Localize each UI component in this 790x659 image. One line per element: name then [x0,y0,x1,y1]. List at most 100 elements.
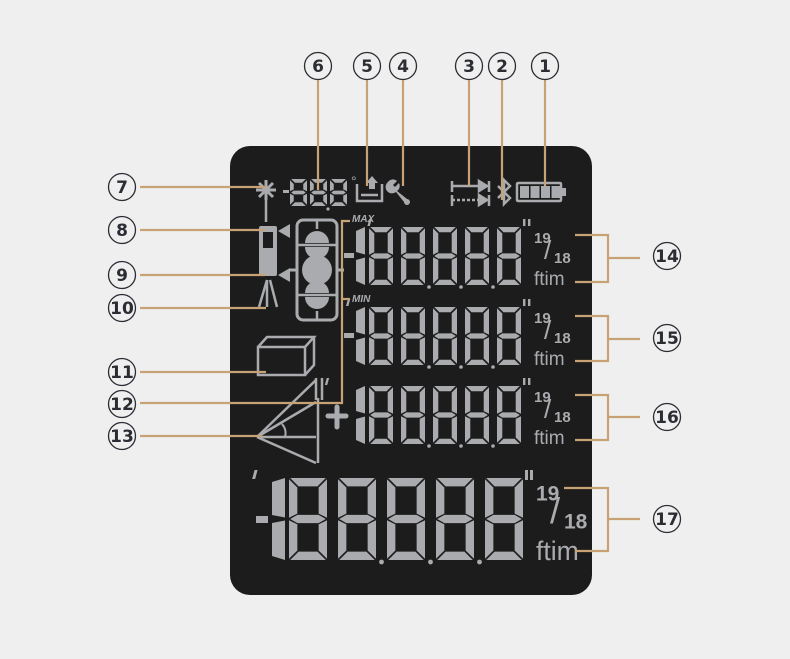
lcd-segment [466,253,488,259]
lcd-segment [497,257,503,284]
lcd-segment [465,416,471,443]
decimal-point [428,559,433,565]
fraction-denominator: 18 [564,510,588,533]
feet-mark [346,299,351,306]
lcd-segment [402,279,424,285]
lcd-segment [272,520,285,560]
lcd-segment [433,416,439,443]
lcd-segment [465,520,474,559]
lcd-segment [402,412,424,418]
max-label: MAX [352,214,376,225]
lcd-segment [387,520,396,559]
lcd-segment [465,308,471,335]
lcd-segment [497,308,503,335]
lcd-segment [401,257,407,284]
lcd-segment [401,308,407,335]
lcd-segment [514,479,523,518]
lcd-segment [291,190,306,195]
lcd-segment [338,479,347,518]
lcd-digit-one [272,478,285,560]
lcd-segment [370,386,392,392]
lcd-segment [343,193,347,205]
lcd-digit-one [356,227,365,285]
callout-ring [530,51,560,81]
lcd-digit [465,227,489,285]
callout-number: 13 [110,427,134,447]
callout-number: 11 [110,363,134,383]
lcd-segment [290,478,326,487]
fraction-numerator: 19 [536,482,559,505]
lcd-segment [318,479,327,518]
lcd-segment [434,359,456,365]
lcd-segment [290,514,326,524]
lcd-segment [367,520,376,559]
callout-ring [652,402,682,432]
lcd-digit [433,386,457,444]
callout-number: 9 [116,266,128,286]
lcd-segment [483,337,489,364]
lcd-segment [369,337,375,364]
lcd-segment [290,180,294,192]
decimal-point [477,559,482,565]
lcd-segment [331,190,346,195]
lcd-segment [289,520,298,559]
lcd-segment [466,412,488,418]
lcd-segment [434,412,456,418]
tripod-reference-icon [257,279,279,308]
lcd-segment [433,308,439,335]
wrench-settings-icon [385,179,410,205]
lcd-segment [331,202,346,206]
decimal-point [459,285,463,289]
unit-label: ftim [534,428,565,449]
lcd-segment [466,307,488,313]
lcd-segment [402,307,424,313]
lcd-segment [436,479,445,518]
lcd-segment [498,438,520,444]
lcd-segment [290,551,326,560]
lcd-segment [465,479,474,518]
lcd-segment [433,228,439,255]
lcd-segment [451,387,457,414]
lcd-segment [323,180,327,192]
callout-4: 4 [388,51,418,81]
lcd-segment [401,228,407,255]
lcd-digit [401,386,425,444]
bluetooth-icon [497,176,512,208]
lcd-segment [483,387,489,414]
fraction-numerator: 19 [534,230,551,247]
lcd-segment [451,257,457,284]
callout-ring [652,323,682,353]
lcd-segment [498,227,520,233]
lcd-segment [356,257,365,285]
lcd-segment [416,520,425,559]
lcd-segment [497,228,503,255]
lcd-segment [515,387,521,414]
decimal-point [427,285,431,289]
feet-mark [324,378,330,385]
inch-mark [523,378,526,385]
lcd-segment [466,279,488,285]
lcd-segment [465,257,471,284]
lcd-segment [310,193,314,205]
callout-ring [652,241,682,271]
callout-1: 1 [530,51,560,81]
lcd-segment [433,387,439,414]
continuous-measure-icon [450,178,491,208]
lcd-digit [465,307,489,365]
callout-number: 4 [397,57,409,77]
lcd-digit [497,307,521,365]
lcd-segment [370,253,392,259]
lcd-digit [497,386,521,444]
callout-number: 6 [312,57,324,77]
lcd-segment [419,337,425,364]
fraction-denominator: 18 [554,250,571,267]
lcd-segment [356,307,365,335]
callout-5: 5 [352,51,382,81]
lcd-segment [419,228,425,255]
minus-sign [344,333,354,338]
lcd-segment [367,479,376,518]
tilt-level-icon [290,218,344,322]
lcd-segment [498,307,520,313]
lcd-segment [289,479,298,518]
